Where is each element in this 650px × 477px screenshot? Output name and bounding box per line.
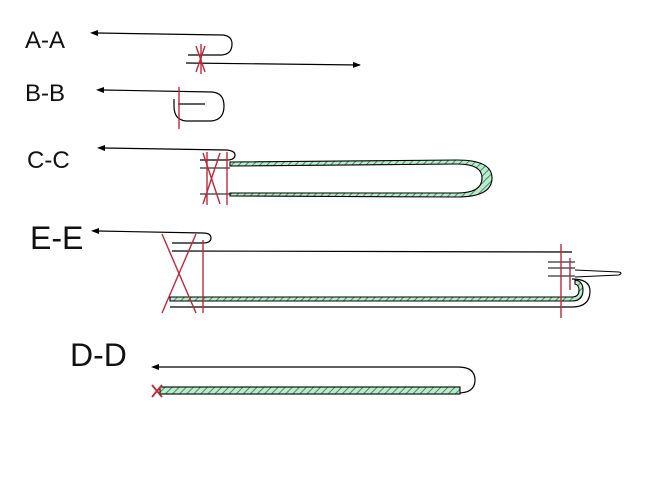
cc-hatched-band	[229, 159, 493, 198]
ee-upper-layer	[171, 250, 573, 253]
section-label-ee: E-E	[30, 220, 84, 256]
dd-stitch-mark	[151, 384, 163, 398]
aa-stitch-mark	[195, 44, 206, 74]
ee-hatched-band	[169, 279, 584, 302]
section-label-dd: D-D	[70, 337, 127, 373]
ee-stitch-mark	[161, 233, 204, 314]
ee-right-fold	[170, 278, 591, 308]
bb-fold-layer	[96, 87, 225, 122]
section-bb-drawing	[96, 87, 225, 129]
aa-fold-layer	[90, 30, 233, 56]
ee-stitch-mark	[560, 244, 571, 318]
section-label-aa: A-A	[25, 27, 66, 54]
aa-lower-layer	[185, 61, 361, 68]
section-dd-drawing	[151, 364, 476, 398]
dd-hatched-band	[159, 386, 461, 395]
section-label-bb: B-B	[25, 80, 66, 107]
ee-extension-tab	[574, 269, 622, 278]
section-ee-drawing	[91, 228, 622, 318]
cc-stitch-mark	[202, 152, 228, 205]
cc-fold-layer	[97, 145, 236, 161]
section-aa-drawing	[90, 30, 361, 74]
dd-fold-layer	[151, 364, 476, 394]
ee-fold-layer	[91, 228, 212, 244]
section-cc-drawing	[97, 145, 493, 205]
section-label-cc: C-C	[27, 147, 70, 174]
